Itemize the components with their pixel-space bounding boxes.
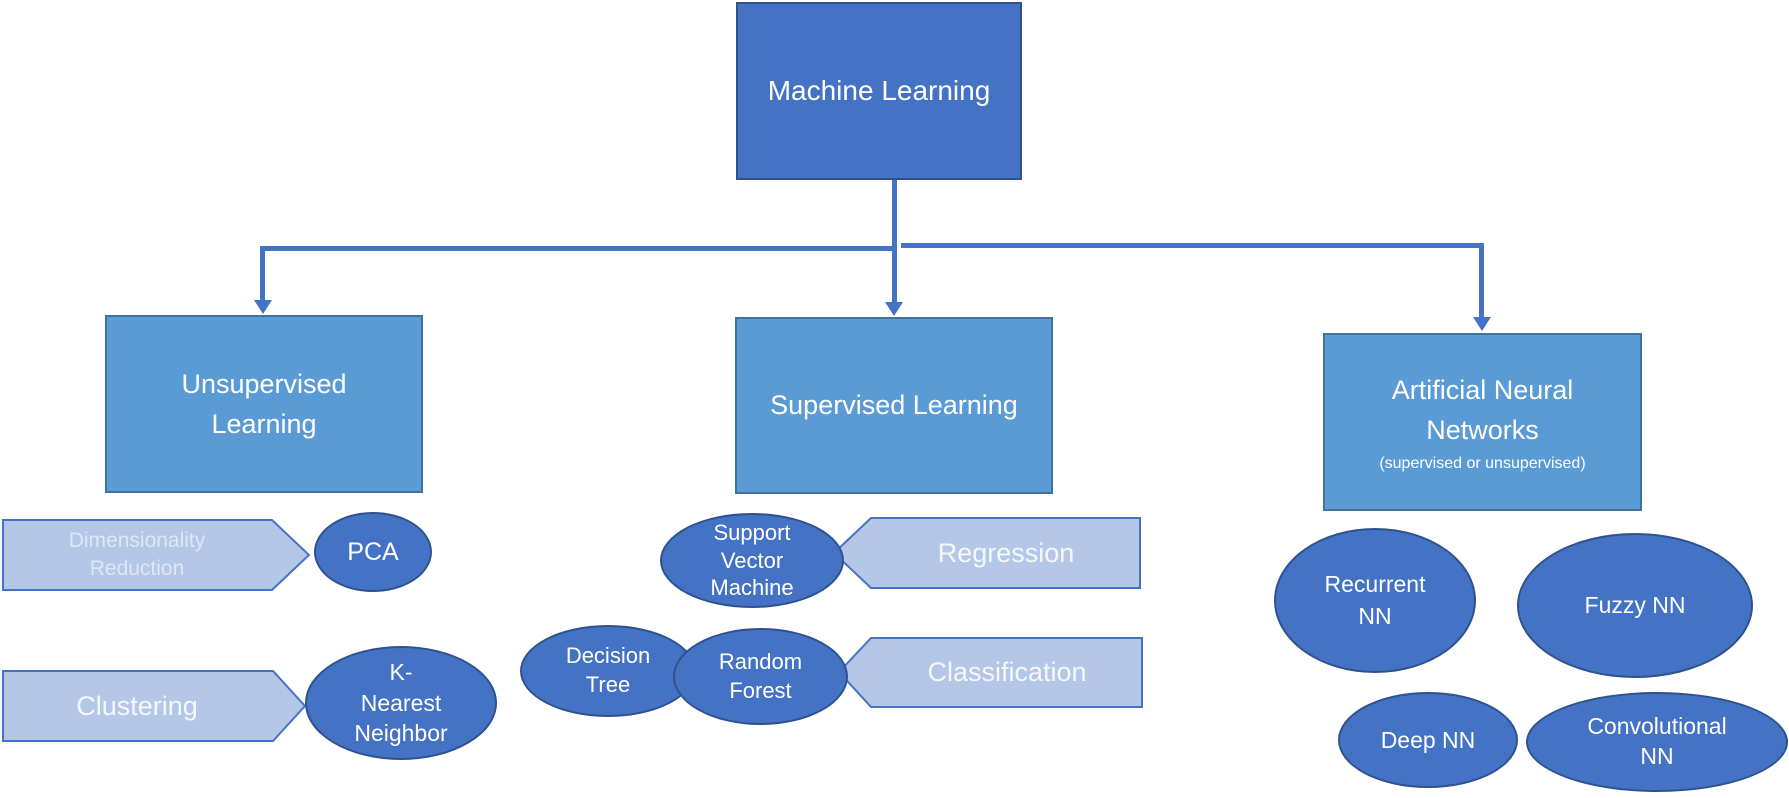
- node-label: Decision Tree: [565, 643, 651, 697]
- node-label: Clustering: [76, 690, 198, 721]
- node-label: K- Nearest Neighbor: [354, 659, 448, 747]
- node-recurrent-nn: Recurrent NN: [1274, 528, 1476, 673]
- node-unsupervised-learning: Unsupervised Learning: [105, 315, 423, 493]
- node-label: Machine Learning: [767, 75, 991, 106]
- arrow-down-icon: [254, 300, 272, 314]
- node-classification: Classification: [838, 637, 1143, 708]
- node-sublabel: (supervised or unsupervised): [1379, 454, 1586, 472]
- node-label: PCA: [347, 537, 399, 566]
- node-k-nearest-neighbor: K- Nearest Neighbor: [305, 646, 497, 760]
- node-label: Unsupervised Learning: [181, 368, 347, 440]
- arrow-left-banner-shape: [833, 517, 1141, 589]
- node-convolutional-nn: Convolutional NN: [1526, 692, 1788, 792]
- node-label: Classification: [927, 657, 1087, 687]
- node-label: Random Forest: [718, 648, 803, 703]
- node-support-vector-machine: Support Vector Machine: [660, 513, 844, 608]
- node-regression: Regression: [833, 517, 1141, 589]
- connector-rail-right: [901, 243, 1484, 248]
- node-artificial-neural-networks: Artificial Neural Networks (supervised o…: [1323, 333, 1642, 511]
- arrow-down-icon: [1473, 317, 1491, 331]
- node-decision-tree: Decision Tree: [520, 625, 696, 717]
- node-fuzzy-nn: Fuzzy NN: [1517, 533, 1753, 678]
- node-dimensionality-reduction: Dimensionality Reduction: [2, 519, 310, 591]
- node-label: Artificial Neural Networks: [1391, 374, 1574, 446]
- node-random-forest: Random Forest: [673, 628, 848, 725]
- node-label: Supervised Learning: [770, 390, 1018, 421]
- node-label: Deep NN: [1380, 726, 1476, 753]
- connector-rail-left: [260, 246, 894, 251]
- connector-drop-ann: [1479, 243, 1484, 317]
- connector-drop-unsupervised: [260, 246, 265, 300]
- node-label: Dimensionality Reduction: [68, 528, 206, 580]
- arrow-right-banner-shape: [2, 519, 310, 591]
- arrow-right-banner-shape: [2, 670, 306, 742]
- node-label: Support Vector Machine: [710, 520, 794, 601]
- connector-trunk: [892, 178, 897, 302]
- node-clustering: Clustering: [2, 670, 306, 742]
- node-label: Convolutional NN: [1587, 713, 1727, 769]
- node-label: Recurrent NN: [1324, 571, 1426, 629]
- node-label: Regression: [937, 537, 1075, 568]
- node-label: Fuzzy NN: [1584, 592, 1686, 618]
- node-supervised-learning: Supervised Learning: [735, 317, 1053, 494]
- node-pca: PCA: [314, 512, 432, 592]
- arrow-down-icon: [885, 302, 903, 316]
- arrow-left-banner-shape: [838, 637, 1143, 708]
- node-deep-nn: Deep NN: [1338, 692, 1518, 788]
- node-machine-learning: Machine Learning: [736, 2, 1022, 180]
